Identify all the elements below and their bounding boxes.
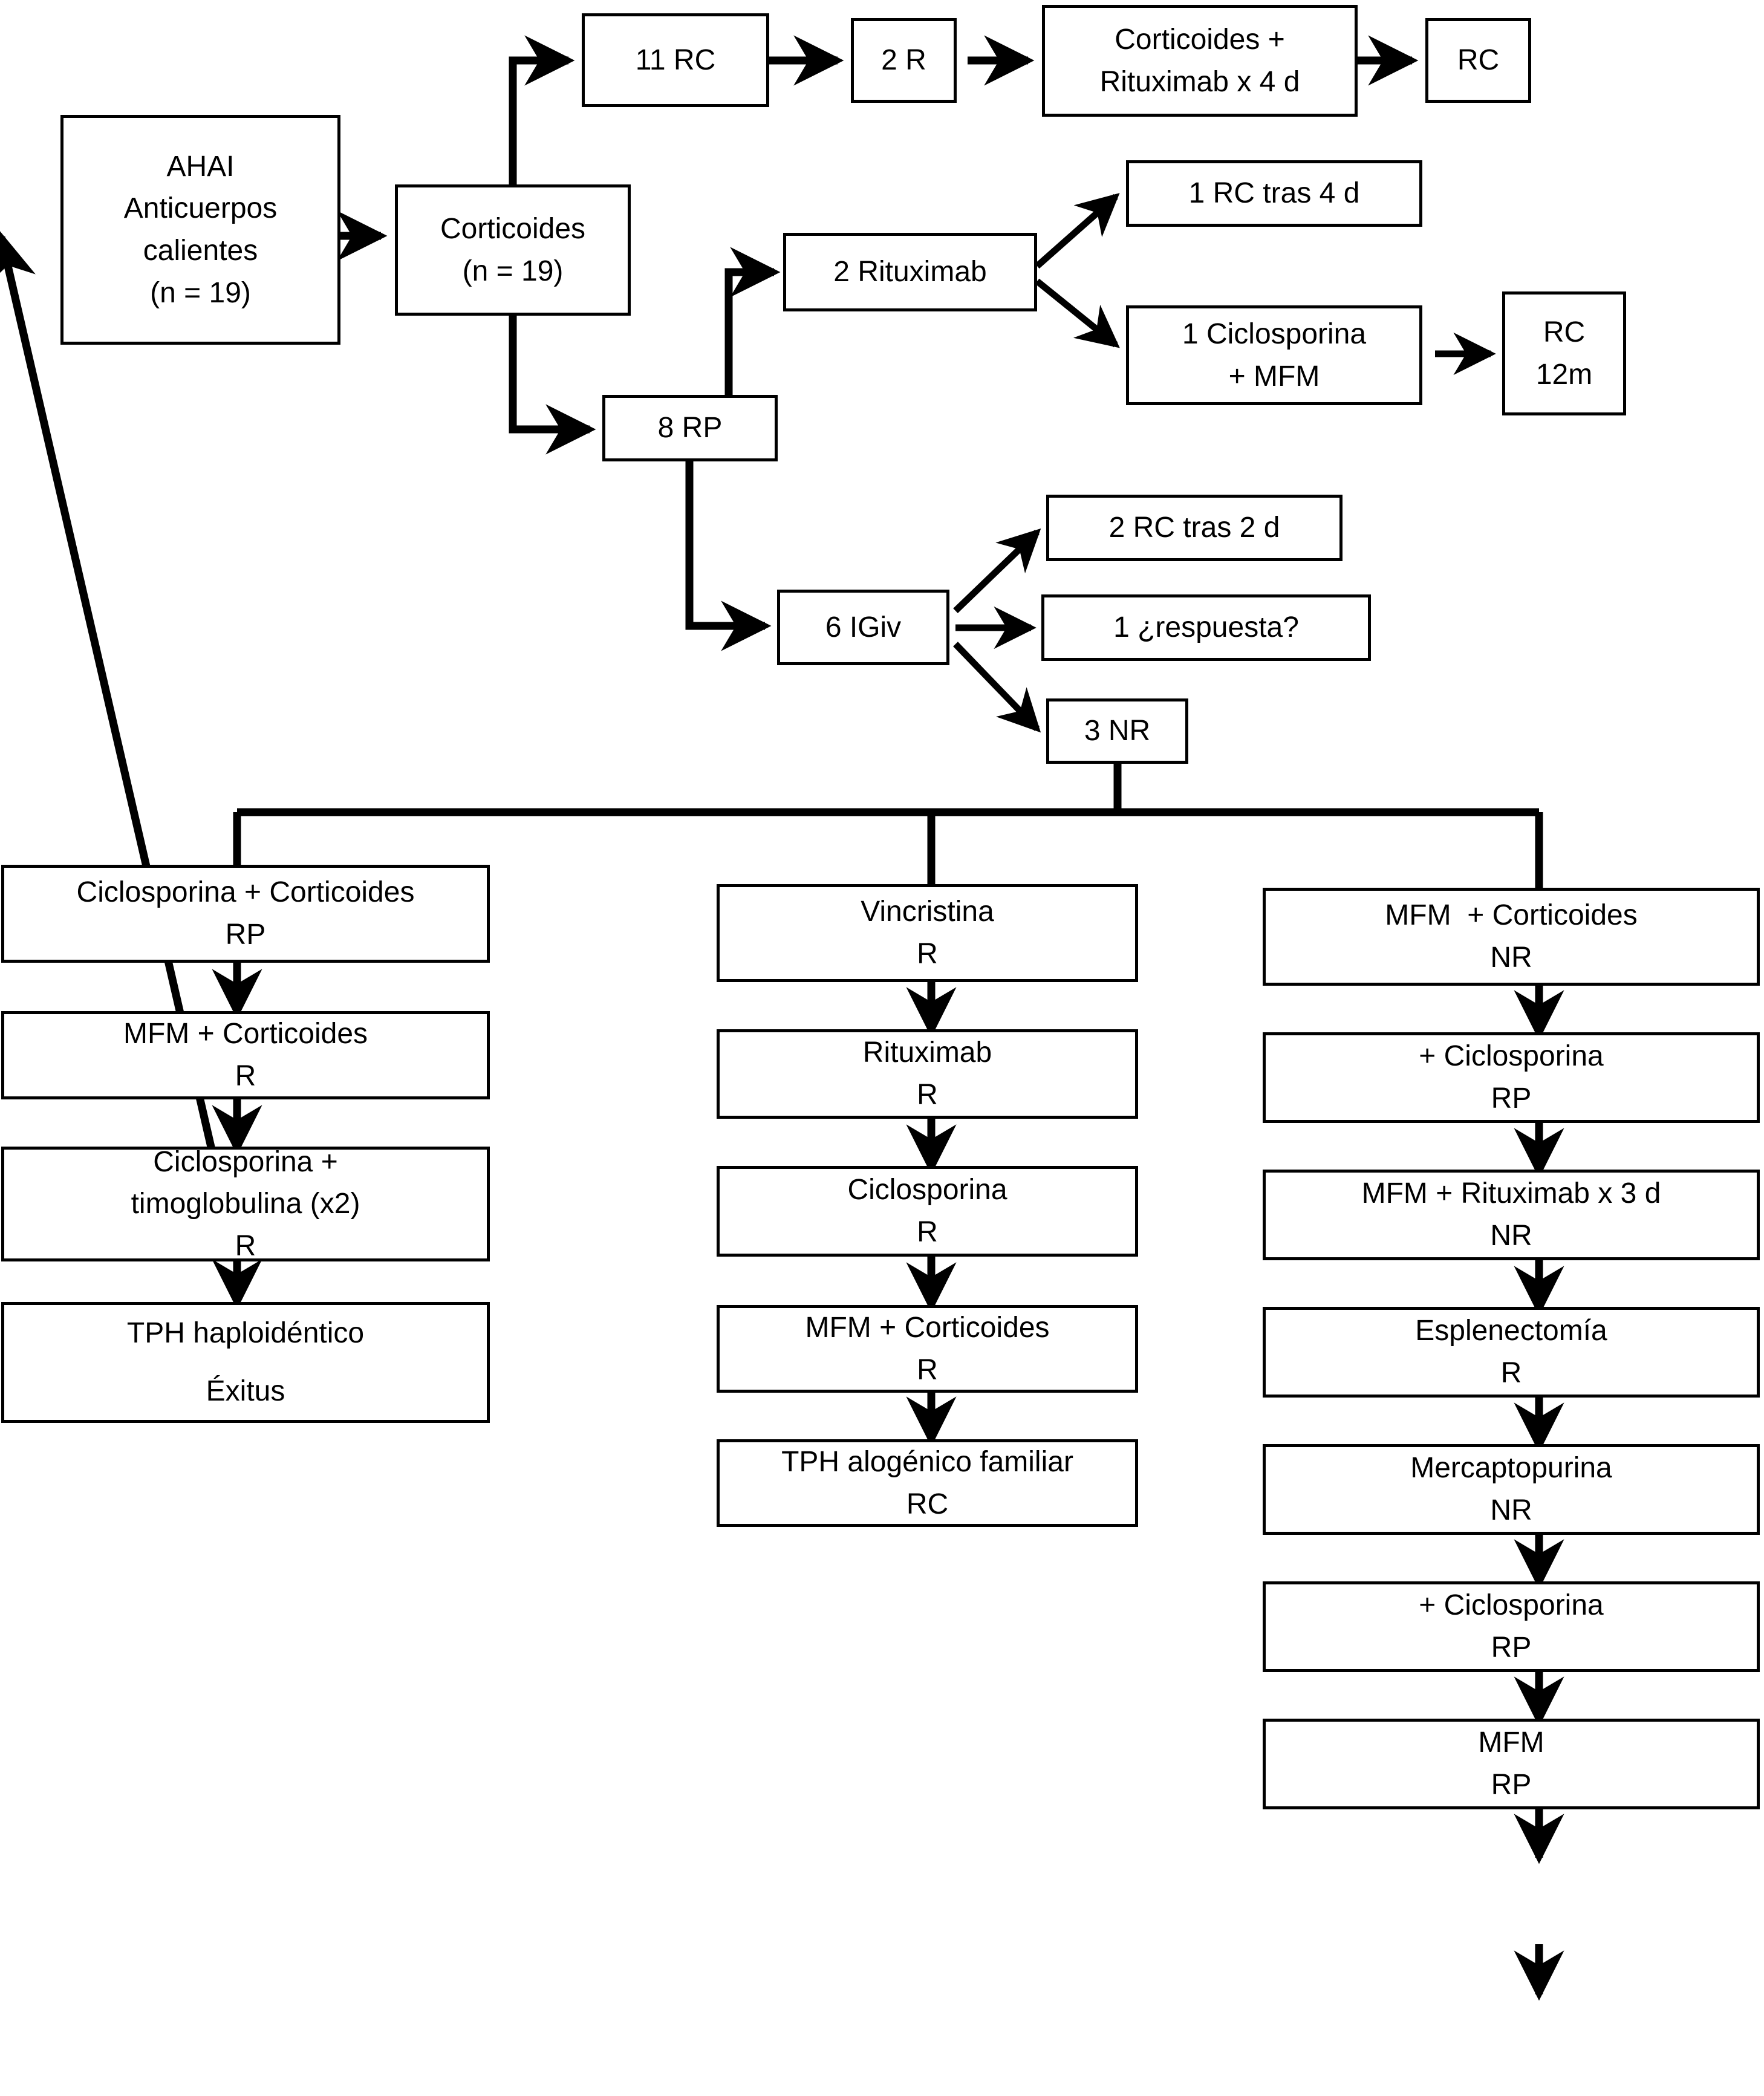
node-line: + Ciclosporina bbox=[1419, 1040, 1604, 1073]
node-line: R bbox=[917, 938, 938, 970]
col-right-step-4: Esplenectomía R bbox=[1263, 1307, 1760, 1398]
node-8-rp: 8 RP bbox=[602, 395, 778, 461]
node-1-ciclosporina-mfm: 1 Ciclosporina + MFM bbox=[1126, 305, 1422, 405]
node-line: Mercaptopurina bbox=[1410, 1452, 1612, 1485]
node-2-rc-tras-2d: 2 RC tras 2 d bbox=[1046, 495, 1343, 561]
node-rc-12m: RC 12m bbox=[1502, 291, 1626, 415]
node-line: (n = 19) bbox=[462, 255, 564, 287]
node-line: 1 Ciclosporina bbox=[1182, 317, 1367, 350]
node-1-respuesta: 1 ¿respuesta? bbox=[1041, 594, 1371, 661]
node-line: + MFM bbox=[1228, 360, 1320, 392]
node-line: Ciclosporina bbox=[847, 1174, 1007, 1206]
node-line: 1 ¿respuesta? bbox=[1113, 611, 1299, 644]
node-line: 3 NR bbox=[1084, 715, 1151, 747]
node-line: MFM + Corticoides bbox=[123, 1018, 368, 1050]
node-line: 12m bbox=[1535, 358, 1593, 391]
node-line: 2 R bbox=[881, 44, 926, 77]
node-2-r: 2 R bbox=[851, 18, 957, 103]
node-line: R bbox=[235, 1060, 256, 1092]
node-line: RP bbox=[1491, 1632, 1532, 1664]
node-line: Vincristina bbox=[861, 896, 994, 928]
node-ahai-root: AHAI Anticuerpos calientes (n = 19) bbox=[60, 115, 340, 345]
node-line: 2 RC tras 2 d bbox=[1108, 512, 1280, 544]
node-line: RC bbox=[906, 1488, 949, 1520]
node-line: R bbox=[917, 1353, 938, 1386]
node-line: R bbox=[1500, 1357, 1522, 1389]
col-left-step-1: Ciclosporina + Corticoides RP bbox=[1, 865, 490, 963]
node-line: Rituximab bbox=[862, 1037, 992, 1069]
node-corticoides: Corticoides (n = 19) bbox=[395, 184, 631, 316]
node-line: 1 RC tras 4 d bbox=[1188, 177, 1360, 210]
node-line: MFM + Corticoides bbox=[805, 1311, 1050, 1344]
node-line: calientes bbox=[143, 235, 258, 267]
node-3-nr: 3 NR bbox=[1046, 698, 1188, 764]
node-line: Rituximab x 4 d bbox=[1099, 65, 1300, 98]
node-line: RP bbox=[1491, 1769, 1532, 1801]
node-line: Esplenectomía bbox=[1415, 1315, 1607, 1347]
node-line: Éxitus bbox=[206, 1375, 285, 1407]
node-line: R bbox=[235, 1229, 256, 1262]
node-line: TPH haploidéntico bbox=[126, 1317, 365, 1349]
col-mid-step-2: Rituximab R bbox=[717, 1029, 1138, 1119]
node-6-igiv: 6 IGiv bbox=[777, 590, 949, 665]
node-line: Ciclosporina + bbox=[153, 1145, 338, 1178]
node-line: MFM + Rituximab x 3 d bbox=[1361, 1177, 1661, 1210]
col-right-step-6: + Ciclosporina RP bbox=[1263, 1581, 1760, 1672]
node-line: timoglobulina (x2) bbox=[131, 1188, 360, 1220]
node-line: MFM + Corticoides bbox=[1385, 899, 1638, 932]
col-left-step-3: Ciclosporina + timoglobulina (x2) R bbox=[1, 1146, 490, 1262]
node-line: NR bbox=[1490, 942, 1532, 974]
node-line: R bbox=[917, 1216, 938, 1248]
node-line: AHAI bbox=[166, 150, 235, 183]
node-line: + Ciclosporina bbox=[1419, 1589, 1604, 1622]
node-line: Anticuerpos bbox=[123, 192, 278, 225]
node-line: 2 Rituximab bbox=[833, 256, 987, 288]
node-line: R bbox=[917, 1079, 938, 1111]
col-mid-step-4: MFM + Corticoides R bbox=[717, 1305, 1138, 1393]
node-line: MFM bbox=[1478, 1727, 1544, 1759]
node-line: RP bbox=[1491, 1082, 1532, 1115]
node-line: NR bbox=[1490, 1220, 1532, 1252]
node-line: NR bbox=[1490, 1494, 1532, 1526]
node-2-rituximab: 2 Rituximab bbox=[783, 233, 1037, 311]
col-mid-step-1: Vincristina R bbox=[717, 884, 1138, 982]
node-line: TPH alogénico familiar bbox=[781, 1445, 1073, 1478]
node-corticoides-rituximab-4d: Corticoides + Rituximab x 4 d bbox=[1042, 5, 1358, 117]
col-right-step-2: + Ciclosporina RP bbox=[1263, 1032, 1760, 1123]
node-line: 8 RP bbox=[657, 412, 723, 444]
node-line: RP bbox=[225, 919, 266, 951]
col-mid-step-5: TPH alogénico familiar RC bbox=[717, 1439, 1138, 1527]
node-line: Corticoides bbox=[440, 212, 586, 245]
node-rc-final: RC bbox=[1425, 18, 1531, 103]
col-right-step-3: MFM + Rituximab x 3 d NR bbox=[1263, 1170, 1760, 1260]
node-line: RC bbox=[1457, 44, 1500, 77]
node-11-rc: 11 RC bbox=[582, 13, 769, 107]
col-right-step-1: MFM + Corticoides NR bbox=[1263, 888, 1760, 986]
node-line: 11 RC bbox=[635, 44, 716, 76]
col-mid-step-3: Ciclosporina R bbox=[717, 1166, 1138, 1257]
col-left-step-4: TPH haploidéntico Éxitus bbox=[1, 1302, 490, 1423]
col-right-step-5: Mercaptopurina NR bbox=[1263, 1444, 1760, 1535]
col-right-step-7: MFM RP bbox=[1263, 1719, 1760, 1809]
node-line: Corticoides + bbox=[1115, 23, 1285, 56]
node-line: RC bbox=[1543, 316, 1586, 348]
node-line: Ciclosporina + Corticoides bbox=[76, 876, 415, 909]
node-1-rc-tras-4d: 1 RC tras 4 d bbox=[1126, 160, 1422, 227]
node-line: 6 IGiv bbox=[825, 611, 902, 643]
node-line: (n = 19) bbox=[150, 276, 251, 309]
col-left-step-2: MFM + Corticoides R bbox=[1, 1011, 490, 1099]
